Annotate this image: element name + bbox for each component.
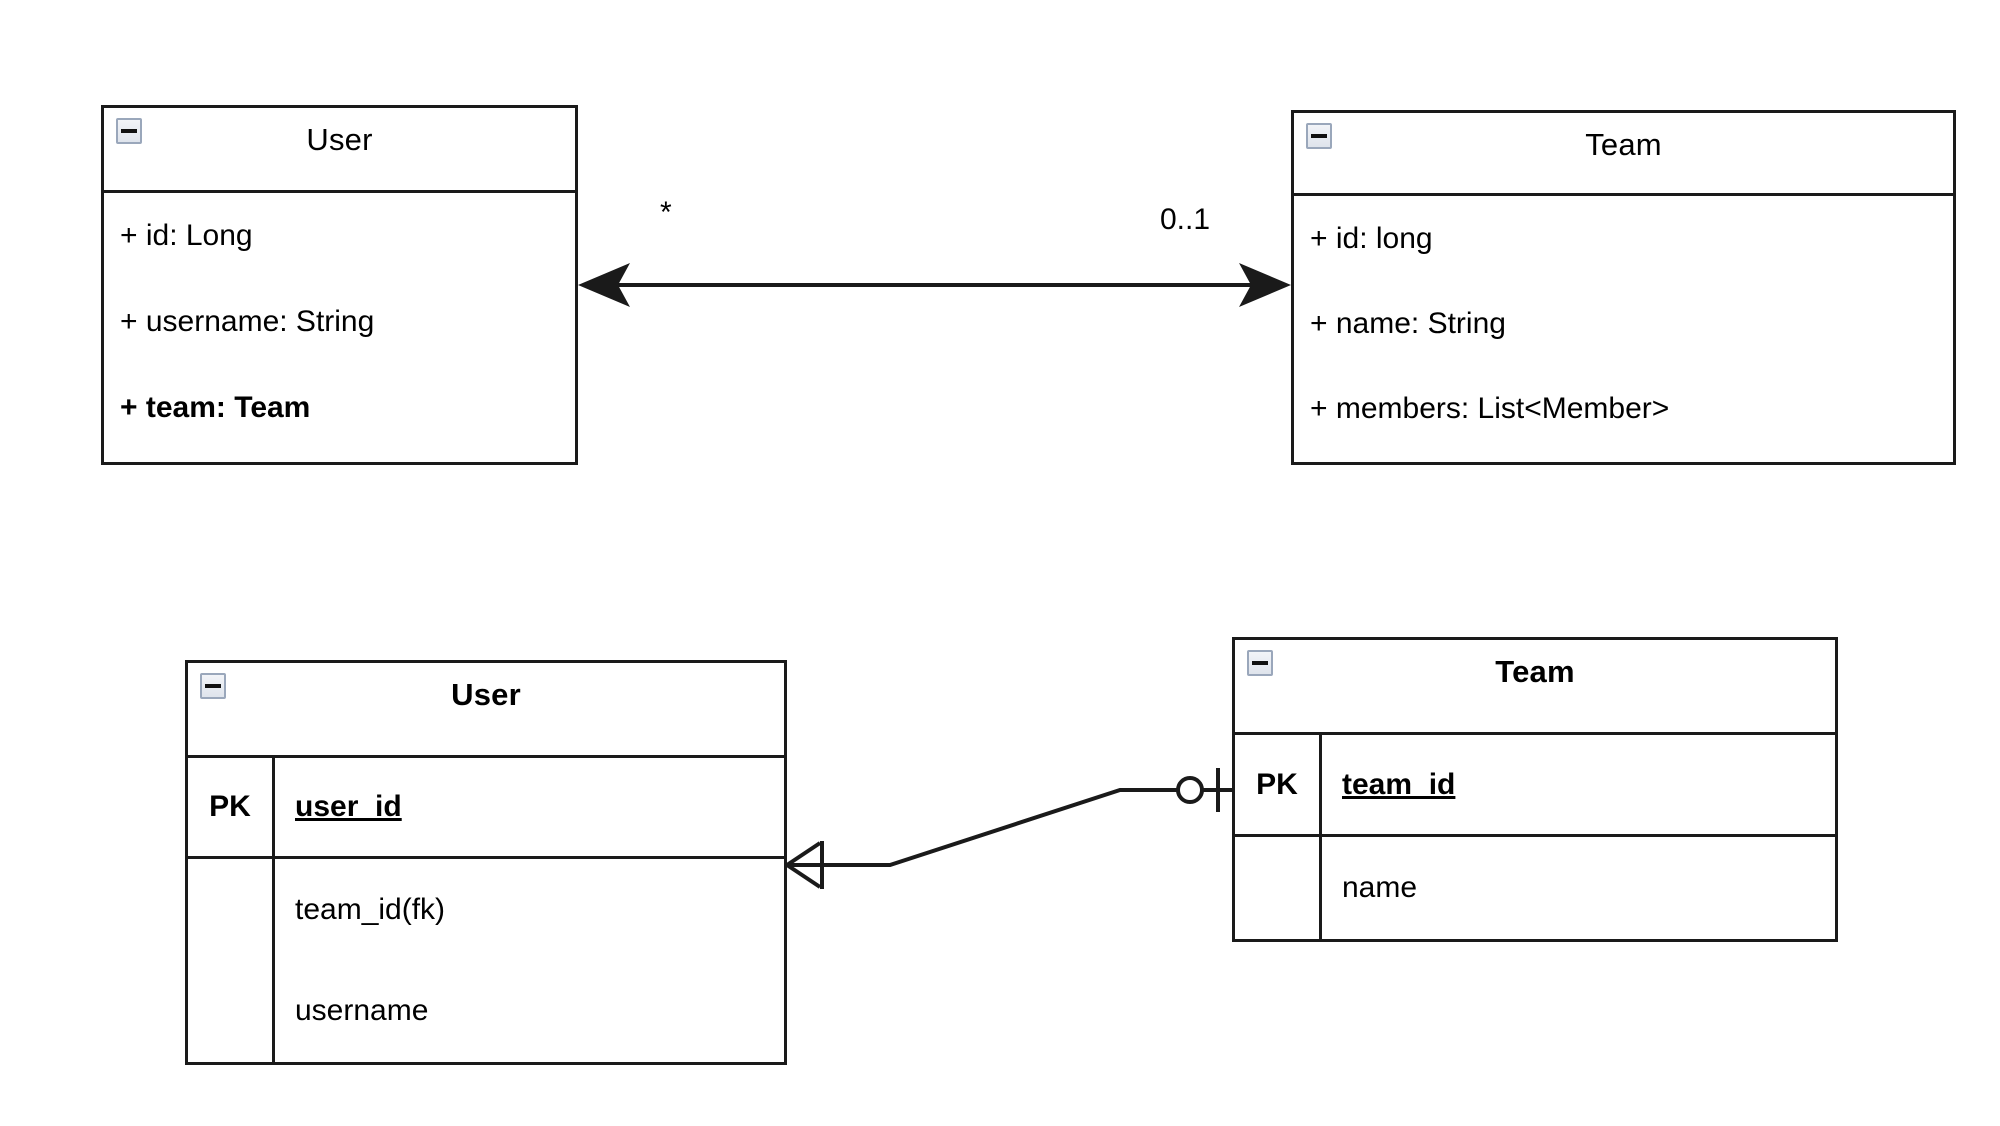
minus-icon[interactable]: [116, 118, 142, 144]
er-field-cell: username: [295, 994, 429, 1027]
table-row[interactable]: name: [1235, 837, 1835, 939]
er-field-cell: name: [1342, 871, 1418, 904]
uml-class-team[interactable]: Team + id: long + name: String + members…: [1291, 110, 1956, 465]
uml-attribute-row: + username: String: [120, 305, 375, 338]
er-table-user[interactable]: User PK user_id team_id(fk) username: [185, 660, 787, 1065]
table-row[interactable]: PK user_id: [188, 758, 784, 859]
uml-class-team-header: Team: [1294, 113, 1953, 196]
uml-attribute-row: + team: Team: [120, 391, 311, 424]
er-key-cell: PK: [1235, 735, 1322, 834]
er-table-user-title: User: [451, 677, 521, 712]
uml-class-team-attributes: + id: long + name: String + members: Lis…: [1294, 196, 1953, 545]
minus-icon[interactable]: [1247, 650, 1273, 676]
er-key-cell: [188, 859, 275, 960]
uml-attribute-row: + id: Long: [120, 219, 253, 252]
uml-class-user-attributes: + id: Long + username: String + team: Te…: [104, 193, 575, 547]
multiplicity-label-target: 0..1: [1160, 203, 1211, 236]
er-key-cell: PK: [188, 758, 275, 856]
er-field-cell: user_id: [295, 790, 402, 823]
uml-class-user-title: User: [306, 122, 373, 157]
minus-icon[interactable]: [200, 673, 226, 699]
crows-foot-many-icon: [785, 841, 824, 889]
arrowhead-right-icon: [1239, 263, 1291, 307]
table-row[interactable]: PK team_id: [1235, 735, 1835, 837]
er-field-cell: team_id(fk): [295, 892, 446, 926]
uml-class-user-header: User: [104, 108, 575, 193]
uml-class-user[interactable]: User + id: Long + username: String + tea…: [101, 105, 578, 465]
uml-class-team-title: Team: [1585, 127, 1662, 162]
er-table-team[interactable]: Team PK team_id name: [1232, 637, 1838, 942]
arrowhead-left-icon: [578, 263, 630, 307]
uml-association-line: [578, 263, 1291, 307]
er-key-cell: [188, 960, 275, 1062]
er-table-team-body: PK team_id name: [1235, 735, 1835, 939]
er-field-cell: team_id: [1342, 767, 1456, 801]
table-row[interactable]: team_id(fk): [188, 859, 784, 960]
minus-icon[interactable]: [1306, 123, 1332, 149]
er-key-cell: [1235, 837, 1322, 939]
table-row[interactable]: username: [188, 960, 784, 1062]
er-relationship-line: [785, 768, 1232, 889]
er-table-team-header: Team: [1235, 640, 1835, 735]
er-table-user-body: PK user_id team_id(fk) username: [188, 758, 784, 1062]
uml-attribute-row: + name: String: [1310, 306, 1506, 340]
zero-or-one-icon: [1176, 768, 1220, 812]
uml-attribute-row: + id: long: [1310, 221, 1433, 255]
multiplicity-label-source: *: [660, 196, 672, 229]
er-table-user-header: User: [188, 663, 784, 758]
er-table-team-title: Team: [1495, 654, 1575, 689]
uml-attribute-row: + members: List<Member>: [1310, 391, 1670, 425]
